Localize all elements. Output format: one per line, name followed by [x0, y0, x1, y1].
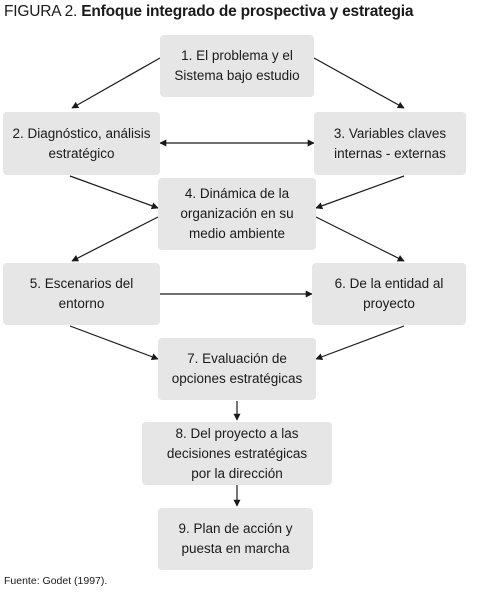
box-5-label: 5. Escenarios del entorno — [29, 276, 134, 311]
box-1-problem-system: 1. El problema y el Sistema bajo estudio — [160, 35, 314, 97]
arrow-4-to-6 — [315, 216, 405, 262]
arrow-3-to-4 — [315, 175, 405, 210]
arrow-4-to-5 — [71, 216, 159, 262]
box-9-action-plan: 9. Plan de acción y puesta en marcha — [158, 508, 313, 570]
figure-name: Enfoque integrado de prospectiva y estra… — [81, 3, 414, 20]
arrow-5-to-7 — [69, 325, 159, 361]
box-6-label: 6. De la entidad al proyecto — [334, 276, 444, 311]
box-5-environment-scenarios: 5. Escenarios del entorno — [3, 263, 160, 325]
arrow-2-to-4 — [69, 175, 159, 210]
arrow-1-to-2 — [71, 57, 161, 109]
box-8-project-decisions: 8. Del proyecto a las decisiones estraté… — [142, 422, 332, 485]
box-6-entity-to-project: 6. De la entidad al proyecto — [312, 263, 466, 325]
figure-number: FIGURA 2. — [4, 3, 78, 20]
figure-title: FIGURA 2. Enfoque integrado de prospecti… — [4, 3, 414, 21]
box-2-diagnosis: 2. Diagnóstico, análisis estratégico — [3, 112, 160, 175]
arrow-1-to-3 — [313, 57, 405, 109]
box-4-label: 4. Dinámica de la organización en su med… — [180, 186, 294, 241]
figure-source: Fuente: Godet (1997). — [4, 575, 108, 587]
box-1-label: 1. El problema y el Sistema bajo estudio — [174, 48, 300, 83]
box-2-label: 2. Diagnóstico, análisis estratégico — [12, 125, 151, 161]
box-4-organization-dynamics: 4. Dinámica de la organización en su med… — [158, 178, 316, 250]
arrow-6-to-7 — [315, 325, 405, 361]
box-7-strategic-options: 7. Evaluación de opciones estratégicas — [158, 338, 316, 400]
box-8-label: 8. Del proyecto a las decisiones estraté… — [166, 425, 308, 481]
box-7-label: 7. Evaluación de opciones estratégicas — [171, 351, 303, 386]
box-3-key-variables: 3. Variables claves internas - externas — [314, 112, 466, 175]
box-9-label: 9. Plan de acción y puesta en marcha — [178, 521, 293, 556]
box-3-label: 3. Variables claves internas - externas — [333, 125, 447, 161]
